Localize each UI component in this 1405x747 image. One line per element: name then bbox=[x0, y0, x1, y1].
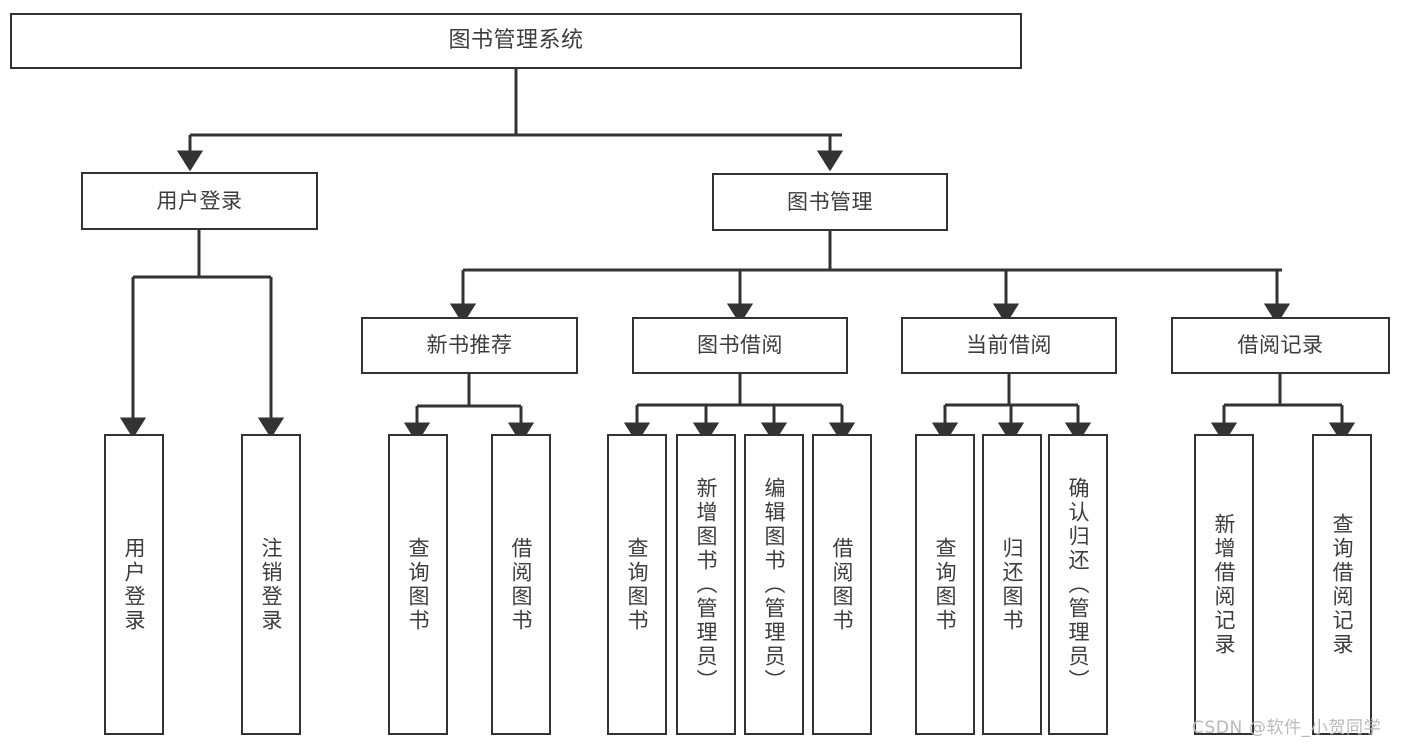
node-label: 查询图书 bbox=[933, 536, 958, 633]
node-leaf-borrow-book-recommend[interactable]: 借阅图书 bbox=[491, 434, 551, 735]
node-leaf-query-borrow-record[interactable]: 查询借阅记录 bbox=[1312, 434, 1372, 735]
node-label: 借阅图书 bbox=[509, 536, 534, 633]
node-label: 确认归还（管理员） bbox=[1066, 476, 1091, 693]
node-label: 借阅图书 bbox=[830, 536, 855, 633]
node-book-borrow[interactable]: 图书借阅 bbox=[632, 317, 848, 374]
node-root-system[interactable]: 图书管理系统 bbox=[10, 13, 1022, 69]
node-label: 图书借阅 bbox=[697, 333, 783, 358]
node-label: 注销登录 bbox=[259, 536, 284, 633]
node-label: 图书管理 bbox=[787, 189, 873, 214]
node-leaf-confirm-return-admin[interactable]: 确认归还（管理员） bbox=[1048, 434, 1108, 735]
node-leaf-borrow-book[interactable]: 借阅图书 bbox=[812, 434, 872, 735]
node-label: 新书推荐 bbox=[426, 333, 513, 358]
node-label: 编辑图书（管理员） bbox=[762, 476, 787, 693]
node-label: 借阅记录 bbox=[1237, 333, 1324, 358]
node-book-management[interactable]: 图书管理 bbox=[712, 173, 948, 231]
node-label: 用户登录 bbox=[156, 188, 243, 213]
csdn-watermark: CSDN @软件_小贺同学 bbox=[1192, 718, 1382, 738]
node-label: 新增借阅记录 bbox=[1212, 512, 1237, 657]
node-leaf-add-borrow-record[interactable]: 新增借阅记录 bbox=[1194, 434, 1254, 735]
node-label: 归还图书 bbox=[1000, 536, 1025, 633]
node-label: 用户登录 bbox=[122, 536, 147, 633]
node-label: 查询图书 bbox=[406, 536, 431, 633]
node-label: 查询图书 bbox=[625, 536, 650, 633]
node-leaf-edit-book-admin[interactable]: 编辑图书（管理员） bbox=[744, 434, 804, 735]
node-label: 查询借阅记录 bbox=[1330, 512, 1355, 657]
node-label: 图书管理系统 bbox=[448, 28, 584, 54]
node-leaf-add-book-admin[interactable]: 新增图书（管理员） bbox=[676, 434, 736, 735]
node-leaf-return-book[interactable]: 归还图书 bbox=[982, 434, 1042, 735]
node-leaf-query-book-current[interactable]: 查询图书 bbox=[915, 434, 975, 735]
node-borrow-record[interactable]: 借阅记录 bbox=[1171, 317, 1390, 374]
node-label: 新增图书（管理员） bbox=[694, 476, 719, 693]
node-leaf-logout[interactable]: 注销登录 bbox=[241, 434, 301, 735]
node-label: 当前借阅 bbox=[966, 333, 1052, 358]
node-leaf-query-book-recommend[interactable]: 查询图书 bbox=[388, 434, 448, 735]
node-user-login[interactable]: 用户登录 bbox=[81, 172, 318, 230]
node-current-borrow[interactable]: 当前借阅 bbox=[901, 317, 1117, 374]
node-leaf-user-login[interactable]: 用户登录 bbox=[104, 434, 164, 735]
node-new-book-recommend[interactable]: 新书推荐 bbox=[361, 317, 578, 374]
node-leaf-query-book-borrow[interactable]: 查询图书 bbox=[607, 434, 667, 735]
